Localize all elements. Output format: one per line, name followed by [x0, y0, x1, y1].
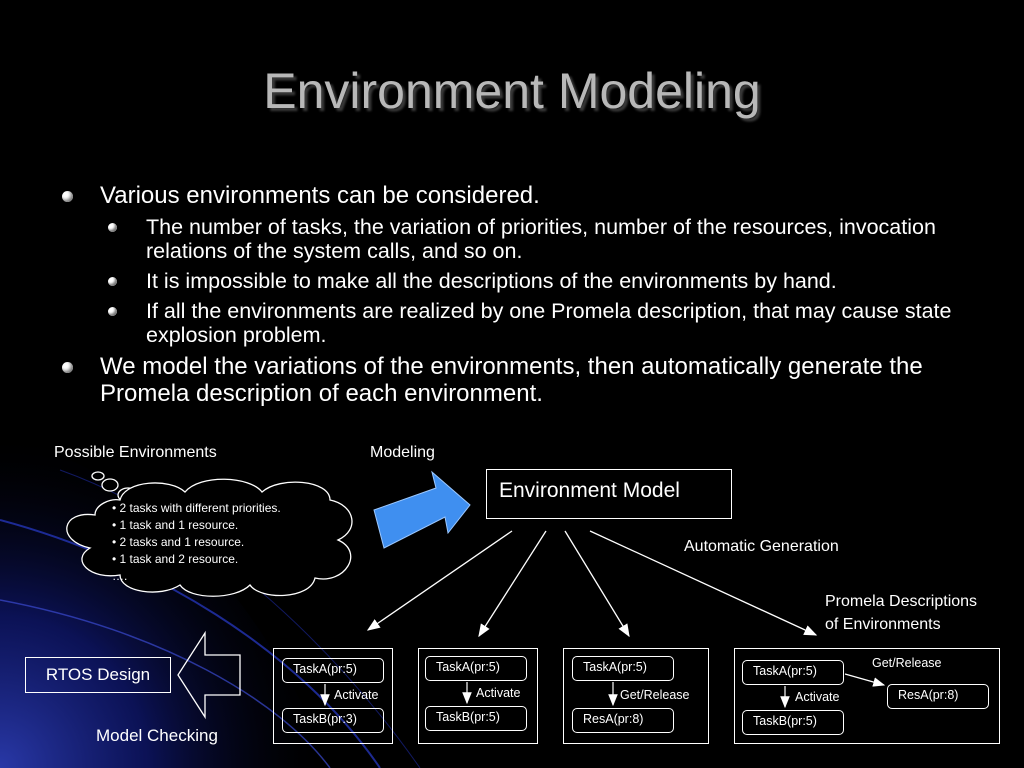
env-box-1-bottom: TaskB(pr:3): [282, 708, 384, 733]
environment-model-box: Environment Model: [486, 469, 732, 519]
bullet-dot-icon: [62, 191, 73, 202]
sub-bullet-3-text: If all the environments are realized by …: [146, 299, 952, 347]
bullet-dot-icon: [108, 223, 117, 232]
bullet-1: Various environments can be considered.: [62, 182, 992, 209]
cloud-item: ….: [112, 569, 128, 583]
promela-descriptions-label: Promela Descriptions of Environments: [825, 593, 978, 633]
cloud-list: • 2 tasks with different priorities. • 1…: [112, 500, 281, 585]
cloud-item: • 1 task and 2 resource.: [112, 552, 239, 566]
env-box-1-top: TaskA(pr:5): [282, 658, 384, 683]
model-checking-label: Model Checking: [96, 726, 218, 745]
env-box-4-side-edge: Get/Release: [872, 656, 942, 670]
cloud-item: • 1 task and 1 resource.: [112, 518, 239, 532]
env-box-3-top: TaskA(pr:5): [572, 656, 674, 681]
env-box-2: [418, 648, 538, 744]
env-box-2-bottom: TaskB(pr:5): [425, 706, 527, 731]
sub-bullet-2-text: It is impossible to make all the descrip…: [146, 269, 837, 293]
env-box-4-top: TaskA(pr:5): [742, 660, 844, 685]
bullet-dot-icon: [62, 362, 73, 373]
env-box-4-edge: Activate: [795, 690, 840, 704]
automatic-generation-label: Automatic Generation: [684, 538, 839, 555]
sub-bullet-3: If all the environments are realized by …: [108, 299, 992, 347]
cloud-item: • 2 tasks with different priorities.: [112, 501, 281, 515]
bullet-2: We model the variations of the environme…: [62, 353, 992, 407]
cloud-item: • 2 tasks and 1 resource.: [112, 535, 245, 549]
env-box-1: [273, 648, 393, 744]
sub-bullet-2: It is impossible to make all the descrip…: [108, 269, 992, 293]
slide-title: Environment Modeling: [263, 63, 761, 119]
bullet-dot-icon: [108, 307, 117, 316]
env-box-3-edge: Get/Release: [620, 688, 690, 702]
env-box-2-edge: Activate: [476, 686, 521, 700]
env-box-4: [734, 648, 1000, 744]
rtos-design-box: RTOS Design: [25, 657, 171, 693]
env-box-4-side: ResA(pr:8): [887, 684, 989, 709]
env-box-3: [563, 648, 709, 744]
env-box-4-bottom: TaskB(pr:5): [742, 710, 844, 735]
possible-environments-label: Possible Environments: [54, 444, 217, 461]
bullet-2-text: We model the variations of the environme…: [100, 353, 923, 407]
bullet-dot-icon: [108, 277, 117, 286]
modeling-label: Modeling: [370, 444, 435, 461]
env-box-3-bottom: ResA(pr:8): [572, 708, 674, 733]
env-box-1-edge: Activate: [334, 688, 379, 702]
sub-bullet-1-text: The number of tasks, the variation of pr…: [146, 215, 936, 263]
bullet-list: Various environments can be considered. …: [62, 182, 992, 413]
env-box-2-top: TaskA(pr:5): [425, 656, 527, 681]
sub-bullet-1: The number of tasks, the variation of pr…: [108, 215, 992, 263]
bullet-1-text: Various environments can be considered.: [100, 182, 540, 209]
sub-bullet-list: The number of tasks, the variation of pr…: [108, 215, 992, 347]
